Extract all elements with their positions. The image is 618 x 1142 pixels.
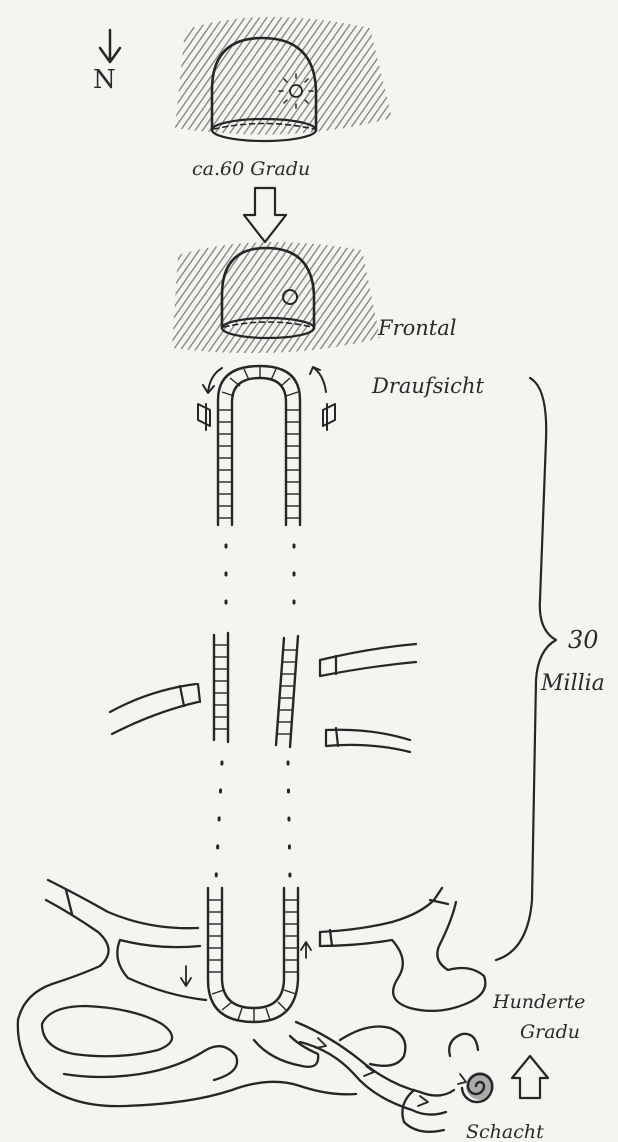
dome-night: [172, 242, 380, 353]
distance-brace: [496, 378, 556, 960]
side-branch-left: [110, 684, 200, 734]
angle-bottom-label-2: Gradu: [520, 1021, 580, 1043]
draufsicht-label: Draufsicht: [371, 374, 484, 398]
side-branch-right-upper: [320, 644, 416, 676]
angle-bottom-label-1: Hunderte: [492, 991, 585, 1013]
tunnel-middle-left: [214, 633, 228, 742]
frontal-label: Frontal: [377, 316, 456, 340]
tunnel-middle-right: [276, 636, 298, 747]
flow-arrow-up-icon: [301, 942, 311, 958]
shaft-label: Schacht: [466, 1121, 544, 1142]
right-door-icon: [323, 404, 335, 430]
cave-network: [18, 880, 486, 1132]
north-arrow-icon: [100, 30, 120, 62]
north-label: N: [93, 65, 116, 95]
distance-value-label: 30: [568, 626, 599, 654]
hollow-arrow-down-icon: [244, 188, 286, 242]
left-door-icon: [198, 404, 210, 430]
side-branch-right-lower: [326, 728, 410, 752]
dotted-continuation-upper: [226, 545, 294, 620]
angle-top-label: ca.60 Gradu: [192, 158, 310, 180]
curved-arrow-right-icon: [314, 368, 326, 392]
flow-arrows-right-icon: [316, 1038, 428, 1106]
dotted-continuation-lower: [216, 762, 290, 880]
flow-arrow-down-icon: [181, 966, 191, 986]
tunnel-top-bend: [218, 366, 300, 525]
tunnel-bottom-bend: [208, 888, 298, 1022]
hollow-arrow-up-icon: [512, 1056, 548, 1098]
spiral-icon: [458, 1072, 494, 1102]
distance-unit-label: Millia: [540, 671, 605, 696]
